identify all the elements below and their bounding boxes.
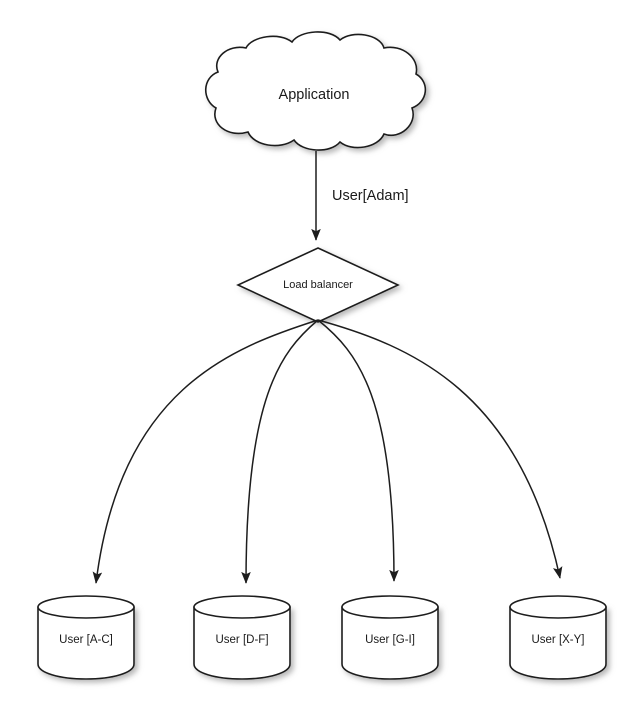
node-application-cloud[interactable]: Application <box>204 31 427 151</box>
edge-line-balancer-db-3 <box>317 319 563 579</box>
edge-balancer-to-db-1 <box>241 319 319 584</box>
database-1-label: User [D-F] <box>215 634 268 646</box>
database-3-label: User [X-Y] <box>531 634 584 646</box>
node-database-1[interactable]: User [D-F] <box>193 595 291 680</box>
edge-balancer-to-db-2 <box>317 319 399 582</box>
application-label: Application <box>279 87 350 103</box>
edge-label-user-adam: User[Adam] <box>332 188 409 204</box>
edge-balancer-to-db-0 <box>92 319 319 584</box>
node-database-2[interactable]: User [G-I] <box>341 595 439 680</box>
edge-line-balancer-db-2 <box>317 319 399 582</box>
load-balancer-label: Load balancer <box>283 279 353 291</box>
node-database-3[interactable]: User [X-Y] <box>509 595 607 680</box>
database-2-label: User [G-I] <box>365 634 415 646</box>
database-0-label: User [A-C] <box>59 634 113 646</box>
edge-application-to-balancer: User[Adam] <box>311 151 409 241</box>
edge-balancer-to-db-3 <box>317 319 563 579</box>
edge-line-balancer-db-1 <box>241 319 319 584</box>
edge-line-balancer-db-0 <box>92 319 319 584</box>
node-load-balancer-diamond[interactable]: Load balancer <box>236 247 400 323</box>
node-database-0[interactable]: User [A-C] <box>37 595 135 680</box>
